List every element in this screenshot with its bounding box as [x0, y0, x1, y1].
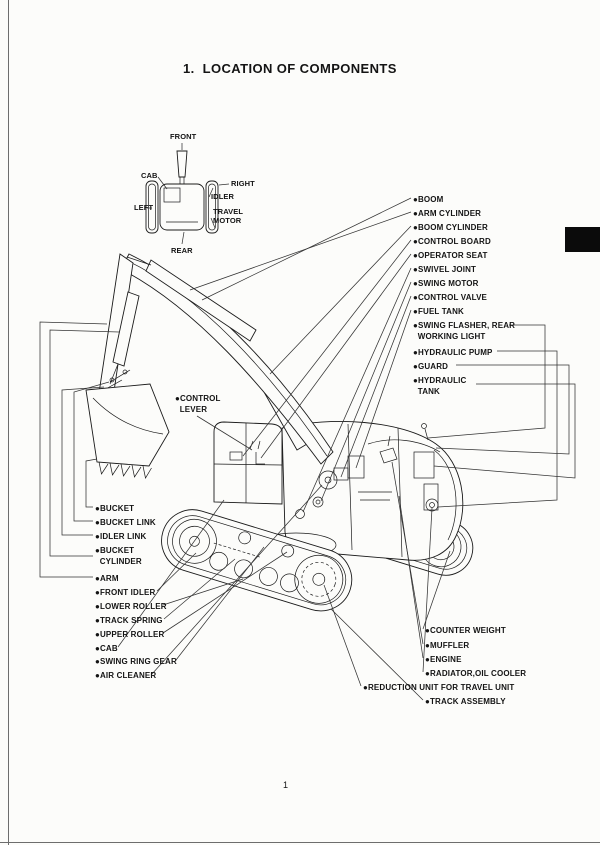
page-number: 1 [283, 780, 289, 790]
counterweight-shape [433, 449, 457, 541]
label-bucket-link: ●BUCKET LINK [95, 518, 156, 527]
label-muffler: ●MUFFLER [425, 641, 470, 650]
orientation-label-rear: REAR [171, 246, 193, 255]
label-engine: ●ENGINE [425, 655, 462, 664]
bucket-cylinder-shape [112, 291, 140, 367]
page-edge-bottom [0, 842, 600, 843]
leader-lines [39, 197, 576, 701]
radiator-shape [423, 483, 439, 511]
label-front-idler: ●FRONT IDLER [95, 588, 156, 597]
label-swing-motor: ●SWING MOTOR [413, 279, 479, 288]
orientation-label-front: FRONT [170, 132, 197, 141]
edge-index-tab [565, 227, 600, 252]
label-control-lever: ●CONTROL LEVER [175, 394, 221, 414]
label-boom: ●BOOM [413, 195, 444, 204]
label-reduction-unit-for-travel-unit: ●REDUCTION UNIT FOR TRAVEL UNIT [363, 683, 515, 692]
front-idler-shape [172, 518, 217, 564]
guard-shape [367, 439, 441, 453]
fuel-tank-shape [347, 455, 365, 479]
near-track-shape [161, 509, 353, 612]
mini-leader-lines [147, 143, 230, 245]
orientation-label-left: LEFT [134, 203, 154, 212]
mini-right-track [205, 180, 219, 234]
label-swivel-joint: ●SWIVEL JOINT [413, 265, 477, 274]
label-lower-roller: ●LOWER ROLLER [95, 602, 167, 611]
label-control-board: ●CONTROL BOARD [413, 237, 491, 246]
orientation-label-right: RIGHT [231, 179, 255, 188]
page-title: 1. LOCATION OF COMPONENTS [183, 61, 397, 76]
lower-roller-shape [209, 551, 229, 571]
cab-shape [213, 421, 283, 505]
page-edge-left [8, 0, 9, 845]
control-board-shape [229, 451, 243, 461]
label-arm: ●ARM [95, 574, 119, 583]
hydraulic-tank-shape [413, 451, 435, 479]
swing-flasher-shape [424, 428, 429, 441]
label-boom-cylinder: ●BOOM CYLINDER [413, 223, 488, 232]
upper-roller-shape [238, 531, 252, 545]
label-idler-link: ●IDLER LINK [95, 532, 147, 541]
muffler-shape [379, 435, 398, 464]
label-bucket: ●BUCKET [95, 504, 135, 513]
label-hydraulic-pump: ●HYDRAULIC PUMP [413, 348, 493, 357]
orientation-label-idler: IDLER [211, 192, 234, 201]
orientation-label-travel-motor: TRAVEL MOTOR [213, 207, 244, 225]
label-upper-roller: ●UPPER ROLLER [95, 630, 165, 639]
label-cab: ●CAB [95, 644, 118, 653]
bucket-teeth-shape [98, 461, 152, 479]
label-bucket-cylinder: ●BUCKET CYLINDER [95, 546, 142, 566]
mini-left-track [145, 180, 159, 234]
label-operator-seat: ●OPERATOR SEAT [413, 251, 488, 260]
bucket-shape [85, 383, 170, 467]
orientation-diagram [145, 143, 230, 245]
label-control-valve: ●CONTROL VALVE [413, 293, 488, 302]
arm-cylinder-shape [145, 259, 257, 342]
label-track-spring: ●TRACK SPRING [95, 616, 163, 625]
label-arm-cylinder: ●ARM CYLINDER [413, 209, 482, 218]
label-swing-flasher-rear-working-light: ●SWING FLASHER, REAR WORKING LIGHT [413, 321, 516, 341]
engine-shape [358, 491, 392, 501]
sprocket-shape [294, 554, 344, 604]
operator-seat-shape [255, 452, 265, 465]
mini-body-shape [159, 183, 205, 231]
mini-cab-shape [163, 187, 181, 203]
label-guard: ●GUARD [413, 362, 449, 371]
label-track-assembly: ●TRACK ASSEMBLY [425, 697, 506, 706]
label-radiator-oil-cooler: ●RADIATOR,OIL COOLER [425, 669, 527, 678]
label-fuel-tank: ●FUEL TANK [413, 307, 464, 316]
swing-motor-shape [312, 496, 324, 508]
label-hydraulic-tank: ●HYDRAULIC TANK [413, 376, 467, 396]
label-air-cleaner: ●AIR CLEANER [95, 671, 157, 680]
label-swing-ring-gear: ●SWING RING GEAR [95, 657, 177, 666]
excavator-drawing [85, 253, 474, 612]
mini-boom-shape [176, 150, 188, 178]
orientation-label-cab: CAB [141, 171, 158, 180]
label-counter-weight: ●COUNTER WEIGHT [425, 626, 506, 635]
